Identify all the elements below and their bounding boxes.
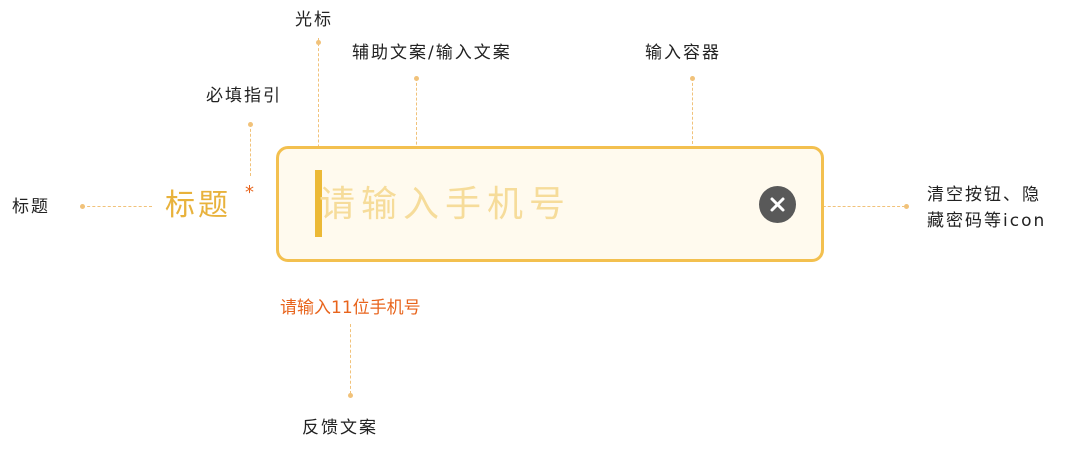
clear-button[interactable]	[759, 186, 796, 223]
annotation-feedback-text: 反馈文案	[302, 418, 378, 438]
input-placeholder[interactable]: 请输入手机号	[319, 184, 572, 225]
annotation-required-hint: 必填指引	[206, 86, 282, 106]
required-mark: *	[245, 182, 254, 203]
leader-title	[82, 206, 152, 207]
leader-clear-button	[803, 206, 905, 207]
leader-input-container	[692, 78, 693, 144]
leader-dot-title	[80, 204, 85, 209]
input-container[interactable]: 请输入手机号	[276, 146, 824, 262]
leader-feedback-text	[350, 324, 351, 394]
leader-dot-feedback-text	[348, 393, 353, 398]
annotation-helper-text: 辅助文案/输入文案	[352, 43, 512, 63]
annotation-input-container: 输入容器	[645, 43, 721, 63]
close-icon	[770, 197, 785, 212]
annotation-clear-button-line1: 清空按钮、隐	[927, 185, 1041, 205]
annotation-cursor: 光标	[295, 10, 333, 30]
annotation-clear-button: 清空按钮、隐 藏密码等icon	[927, 182, 1046, 234]
leader-required-hint	[250, 124, 251, 176]
text-cursor	[315, 170, 322, 237]
annotation-title: 标题	[12, 197, 50, 217]
leader-dot-required-hint	[248, 122, 253, 127]
leader-cursor	[318, 38, 319, 178]
leader-dot-helper-text	[414, 76, 419, 81]
leader-dot-clear-button	[904, 204, 909, 209]
leader-helper-text	[416, 78, 417, 174]
feedback-text: 请输入11位手机号	[280, 298, 421, 318]
leader-dot-input-container	[690, 76, 695, 81]
leader-dot-cursor	[316, 40, 321, 45]
annotation-clear-button-line2: 藏密码等icon	[927, 211, 1047, 231]
field-title: 标题	[165, 188, 231, 223]
